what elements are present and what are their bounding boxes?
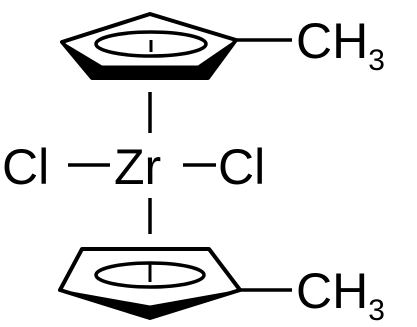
- bottom-methyl-label: CH3: [296, 263, 385, 327]
- bottom-methyl-ch: CH: [296, 263, 368, 319]
- chlorine-left-label: Cl: [2, 139, 49, 195]
- zirconium-label: Zr: [114, 139, 161, 195]
- top-methyl-label: CH3: [296, 13, 385, 77]
- bottom-cyclopentadienyl-ring: [58, 247, 292, 320]
- bottom-methyl-subscript: 3: [368, 294, 385, 327]
- bottom-ring-aromatic-circle: [94, 261, 206, 289]
- top-methyl-subscript: 3: [368, 44, 385, 77]
- top-ring-aromatic-circle: [94, 30, 208, 58]
- top-cyclopentadienyl-ring: [60, 12, 292, 80]
- top-methyl-ch: CH: [296, 13, 368, 69]
- chlorine-right-label: Cl: [218, 139, 265, 195]
